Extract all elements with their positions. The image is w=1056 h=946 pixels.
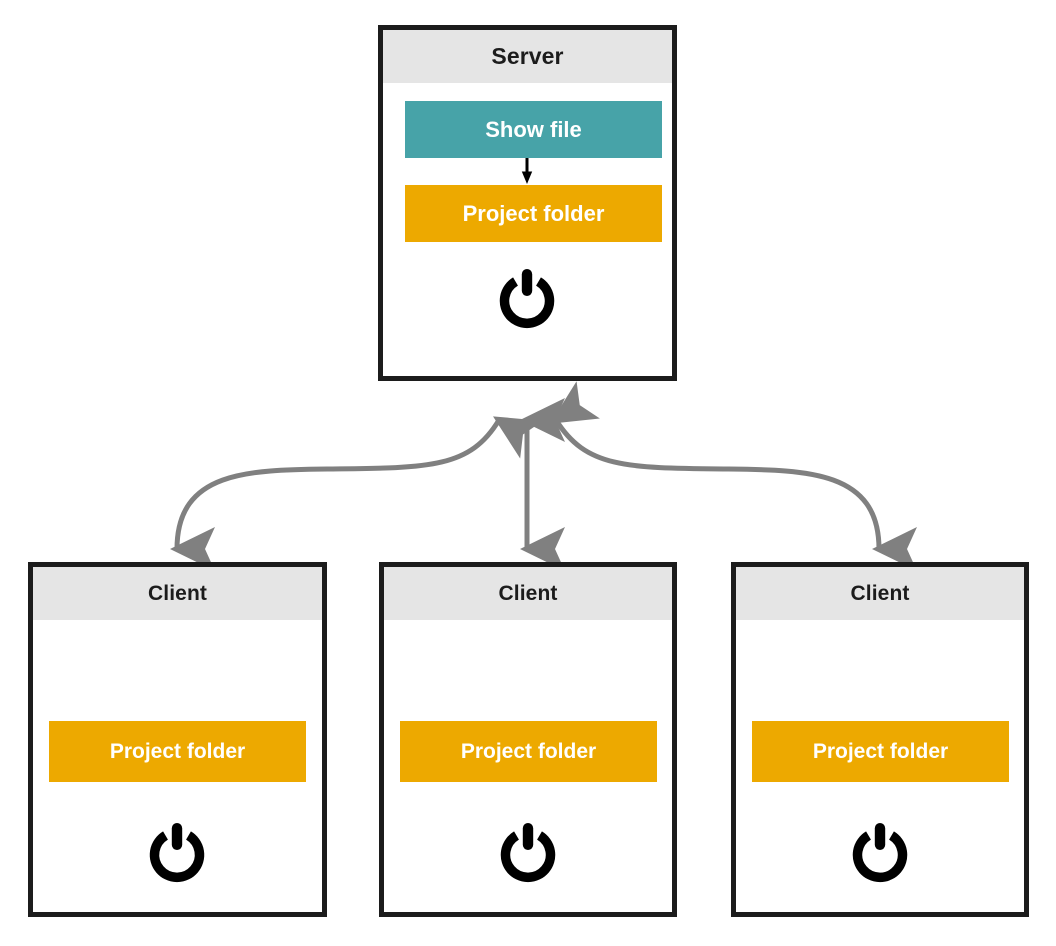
client-node-3-body: Project folder xyxy=(736,620,1024,912)
client-1-project-folder-label: Project folder xyxy=(109,739,246,763)
server-node-header: Server xyxy=(383,30,672,83)
client-node-3-header: Client xyxy=(736,567,1024,620)
client-3-project-folder-label: Project folder xyxy=(812,739,949,763)
server-show-file-label: Show file xyxy=(485,116,582,142)
server-project-folder-bar[interactable]: Project folder xyxy=(405,185,662,242)
power-icon[interactable] xyxy=(500,823,556,883)
power-icon[interactable] xyxy=(852,823,908,883)
connector-server-client-right xyxy=(550,381,918,571)
server-show-file-bar[interactable]: Show file xyxy=(405,101,662,158)
client-node-1[interactable]: Client Project folder xyxy=(28,562,327,917)
client-2-project-folder-bar[interactable]: Project folder xyxy=(400,721,657,782)
power-icon[interactable] xyxy=(499,269,555,329)
client-3-project-folder-bar[interactable]: Project folder xyxy=(752,721,1009,782)
client-2-project-folder-label: Project folder xyxy=(460,739,597,763)
server-node-body: Show file Project folder xyxy=(383,83,672,376)
client-node-3[interactable]: Client Project folder xyxy=(731,562,1029,917)
power-icon[interactable] xyxy=(149,823,205,883)
client-node-2[interactable]: Client Project folder xyxy=(379,562,677,917)
arrow-down-icon xyxy=(521,158,533,184)
client-1-project-folder-bar[interactable]: Project folder xyxy=(49,721,306,782)
server-project-folder-label: Project folder xyxy=(462,200,605,226)
server-node[interactable]: Server Show file Project folder xyxy=(378,25,677,381)
client-node-2-body: Project folder xyxy=(384,620,672,912)
client-node-2-header: Client xyxy=(384,567,672,620)
connector-server-client-left xyxy=(170,416,543,572)
client-node-1-body: Project folder xyxy=(33,620,322,912)
client-node-1-header: Client xyxy=(33,567,322,620)
